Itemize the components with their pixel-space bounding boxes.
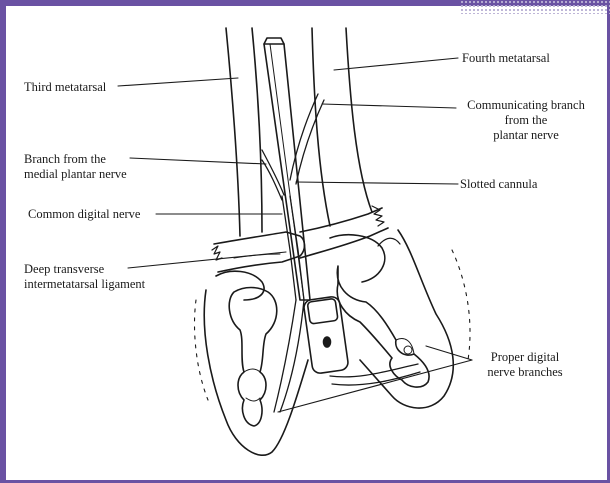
label-deep-transverse-line1: Deep transverse [24, 262, 145, 277]
label-communicating-branch-line2: from the [456, 113, 596, 128]
nerves [262, 94, 420, 412]
label-slotted-cannula: Slotted cannula [460, 177, 537, 192]
label-proper-digital-line2: nerve branches [470, 365, 580, 380]
label-communicating-branch: Communicating branch from the plantar ne… [456, 98, 596, 143]
label-branch-medial: Branch from the medial plantar nerve [24, 152, 127, 182]
slotted-cannula [264, 38, 349, 374]
label-communicating-branch-line3: plantar nerve [456, 128, 596, 143]
label-common-digital-nerve: Common digital nerve [28, 207, 140, 222]
label-deep-transverse-line2: intermetatarsal ligament [24, 277, 145, 292]
label-fourth-metatarsal: Fourth metatarsal [462, 51, 550, 66]
label-deep-transverse: Deep transverse intermetatarsal ligament [24, 262, 145, 292]
fourth-toe [337, 230, 453, 408]
third-metatarsal-bone [226, 28, 262, 236]
label-proper-digital: Proper digital nerve branches [470, 350, 580, 380]
label-third-metatarsal: Third metatarsal [24, 80, 106, 95]
label-branch-medial-line1: Branch from the [24, 152, 127, 167]
fourth-metatarsal-bone [312, 28, 372, 226]
label-communicating-branch-line1: Communicating branch [456, 98, 596, 113]
label-proper-digital-line1: Proper digital [470, 350, 580, 365]
label-branch-medial-line2: medial plantar nerve [24, 167, 127, 182]
